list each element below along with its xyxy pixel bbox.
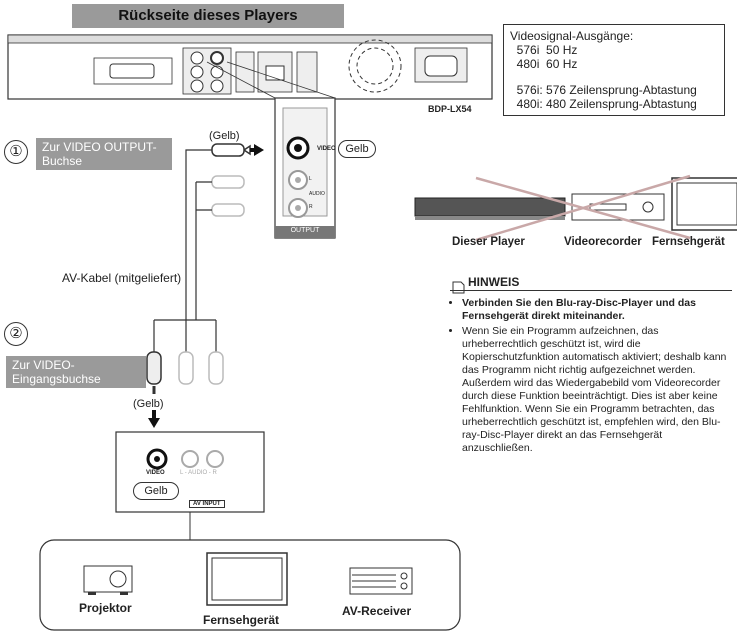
- signal-heading: Videosignal-Ausgänge:: [510, 29, 634, 43]
- output-audio-label: AUDIO: [309, 191, 325, 197]
- tv-right-label: Fernsehgerät: [652, 236, 725, 248]
- signal-line: 576i: 576 Zeilensprung-Abtastung: [510, 83, 697, 97]
- step2-number: ②: [4, 322, 28, 346]
- rs232-port: [93, 57, 173, 85]
- input-panel-title: AV INPUT: [189, 500, 225, 508]
- receiver-label: AV-Receiver: [342, 604, 412, 618]
- step2-color-label: (Gelb): [133, 398, 164, 410]
- yellow-plug-top: [211, 143, 245, 157]
- tv-label: Fernsehgerät: [203, 613, 280, 627]
- model-label: BDP-LX54: [428, 104, 472, 114]
- yellow-plug-bottom: [146, 351, 162, 385]
- player-drawing: [414, 197, 566, 217]
- signal-line: 480i 60 Hz: [510, 57, 578, 71]
- output-video-label: VIDEO: [317, 146, 336, 152]
- input-audio-label: L - AUDIO - R: [180, 470, 217, 476]
- projector-drawing: [83, 565, 133, 593]
- projector-label: Projektor: [79, 601, 132, 615]
- cable-label: AV-Kabel (mitgeliefert): [62, 271, 182, 285]
- arrow-down: [148, 418, 160, 428]
- arrow-right: [254, 144, 264, 156]
- note-section: HINWEIS Verbinden Sie den Blu-ray-Disc-P…: [450, 276, 732, 457]
- note-item: Verbinden Sie den Blu-ray-Disc-Player un…: [462, 297, 732, 323]
- signal-line: 576i 50 Hz: [510, 43, 578, 57]
- output-r-label: R: [309, 204, 313, 210]
- gelb-oval-top: Gelb: [338, 140, 376, 158]
- output-l-label: L: [309, 176, 312, 182]
- signal-box: Videosignal-Ausgänge: 576i 50 Hz 480i 60…: [503, 24, 725, 116]
- note-item: Wenn Sie ein Programm aufzeichnen, das u…: [462, 325, 732, 455]
- step1-label: Zur VIDEO OUTPUT-Buchse: [36, 138, 172, 170]
- signal-line: 480i: 480 Zeilensprung-Abtastung: [510, 97, 697, 111]
- step1-color-label: (Gelb): [209, 130, 240, 142]
- output-panel-title: OUTPUT: [290, 227, 320, 234]
- input-video-label: VIDEO: [146, 470, 165, 476]
- cross-line-2: [475, 174, 691, 242]
- note-heading: HINWEIS: [450, 276, 732, 291]
- gelb-oval-bottom: Gelb: [133, 482, 179, 500]
- player-label: Dieser Player: [452, 236, 525, 248]
- step1-number: ①: [4, 140, 28, 164]
- step2-label: Zur VIDEO-Eingangsbuchse: [6, 356, 146, 388]
- recorder-label: Videorecorder: [564, 236, 642, 248]
- page-title: Rückseite dieses Players: [72, 4, 344, 28]
